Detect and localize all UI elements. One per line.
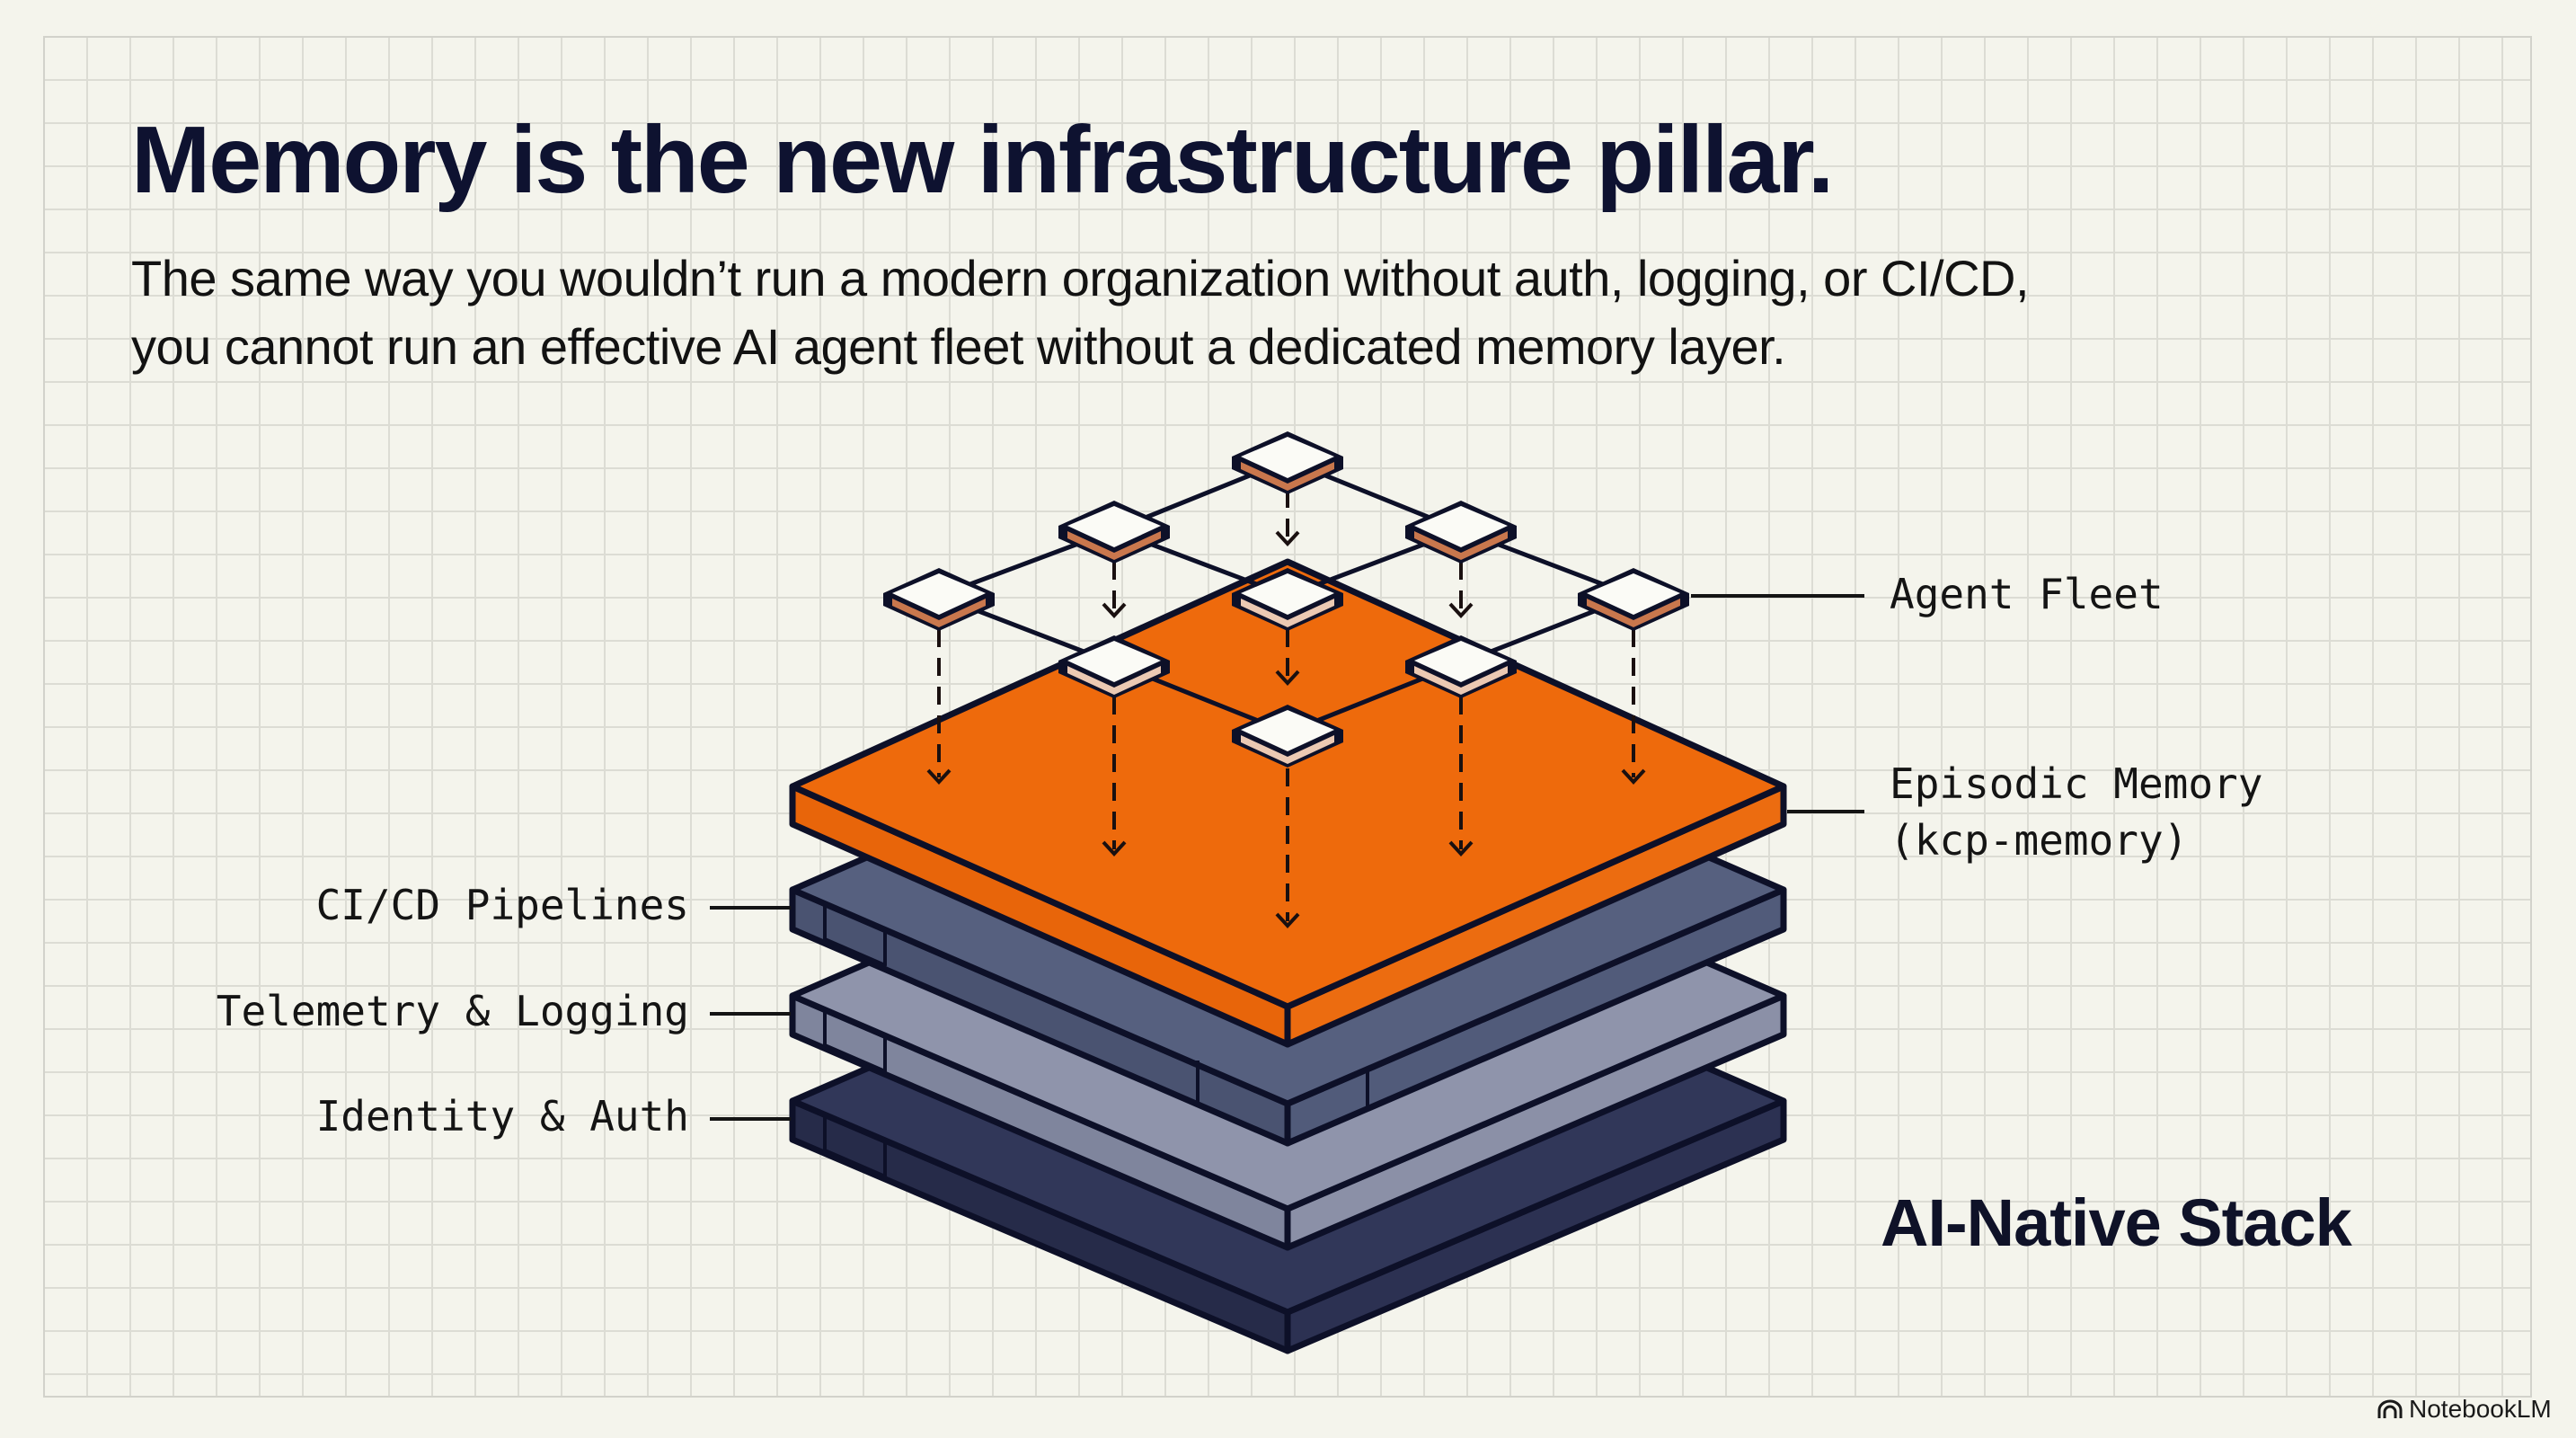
brand-watermark: NotebookLM [2377,1395,2552,1424]
subtitle-line-1: The same way you wouldn’t run a modern o… [131,250,2030,306]
label-episodic-memory: Episodic Memory [1890,759,2263,808]
brand-name: NotebookLM [2409,1395,2552,1423]
notebooklm-logo-icon [2377,1399,2403,1418]
label-leader-lines [710,594,1864,1121]
label-kcp-memory: (kcp-memory) [1890,816,2189,865]
agent-node-icon [1058,501,1170,564]
page-title: Memory is the new infrastructure pillar. [131,107,1834,213]
agent-node-icon [1578,568,1689,631]
agent-node-icon [1405,501,1517,564]
memory-write-arrows [937,490,1635,921]
label-identity-auth: Identity & Auth [315,1092,689,1141]
label-telemetry-logging: Telemetry & Logging [216,987,689,1035]
label-cicd-pipelines: CI/CD Pipelines [315,881,689,929]
agent-node-icon [883,568,995,631]
page-subtitle: The same way you wouldn’t run a modern o… [131,244,2030,381]
agent-node-icon [1232,431,1343,494]
label-agent-fleet: Agent Fleet [1890,570,2164,618]
subtitle-line-2: you cannot run an effective AI agent fle… [131,318,1786,375]
arrow-heads [926,530,1646,928]
stack-title: AI-Native Stack [1881,1185,2352,1260]
